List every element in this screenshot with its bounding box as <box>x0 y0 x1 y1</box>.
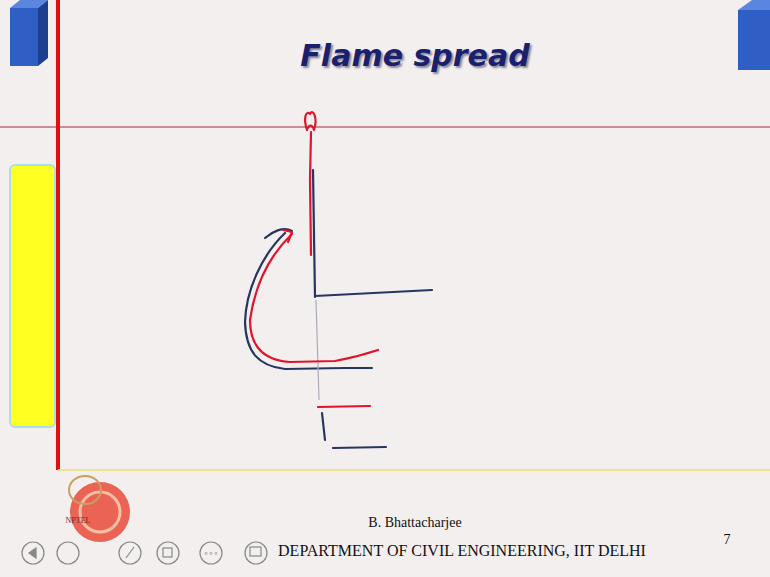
department-name: DEPARTMENT OF CIVIL ENGINEERING, IIT DEL… <box>278 542 646 560</box>
slide-title: Flame spread <box>300 38 529 73</box>
logo-text: NPTEL <box>66 516 91 525</box>
header-rule <box>0 127 770 128</box>
logo-wheel <box>69 476 101 504</box>
margin-rule <box>56 0 60 470</box>
nav-icons: ∘∘∘ <box>22 542 267 564</box>
side-panel <box>10 165 55 427</box>
footer-rule <box>58 469 770 471</box>
wall-guide <box>316 300 319 400</box>
svg-text:∘∘∘: ∘∘∘ <box>203 549 218 558</box>
author-name: B. Bhattacharjee <box>368 515 461 531</box>
corner-block <box>738 10 770 70</box>
page-number: 7 <box>724 532 731 548</box>
corner-block-top <box>738 0 770 10</box>
logo-ring <box>80 492 120 532</box>
flame-sketch <box>250 112 378 407</box>
corner-block-side <box>38 0 48 66</box>
corner-block <box>10 8 38 66</box>
wall-sketch <box>245 170 432 448</box>
